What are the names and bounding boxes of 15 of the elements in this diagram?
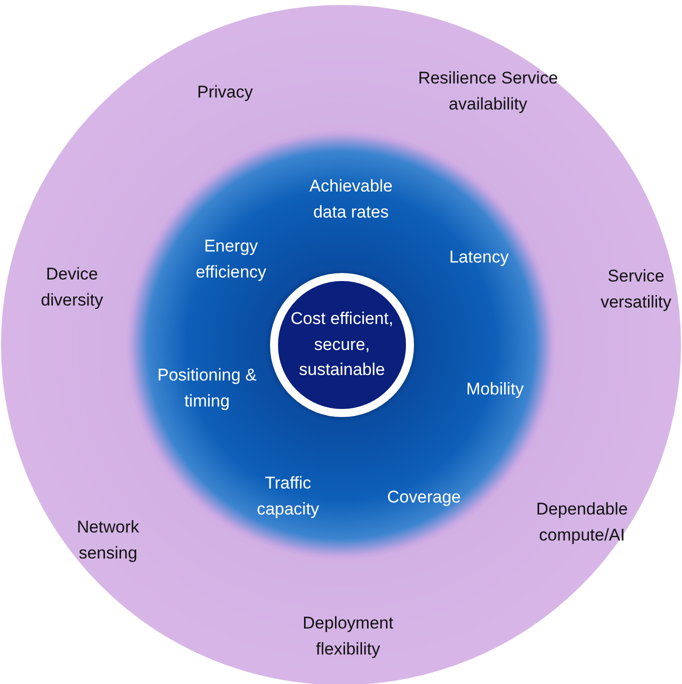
ring-label: Deployment flexibility [302, 612, 394, 660]
ring-label: Mobility [465, 378, 525, 400]
ring-label: Traffic capacity [256, 472, 320, 520]
ring-label: Device diversity [40, 264, 104, 311]
ring-label: Network sensing [76, 516, 140, 564]
ring-label: Achievable data rates [308, 176, 394, 223]
ring-label: Privacy [196, 81, 254, 104]
center-label: Cost efficient, secure, sustainable [290, 308, 394, 381]
ring-label: Latency [448, 246, 510, 268]
ring-label: Energy efficiency [194, 236, 268, 283]
ring-label: Dependable compute/AI [535, 498, 629, 546]
ring-label: Service versatility [600, 266, 672, 313]
ring-label: Positioning & timing [156, 364, 258, 412]
ring-label: Resilience Service availability [417, 68, 559, 115]
ring-label: Coverage [386, 486, 462, 508]
